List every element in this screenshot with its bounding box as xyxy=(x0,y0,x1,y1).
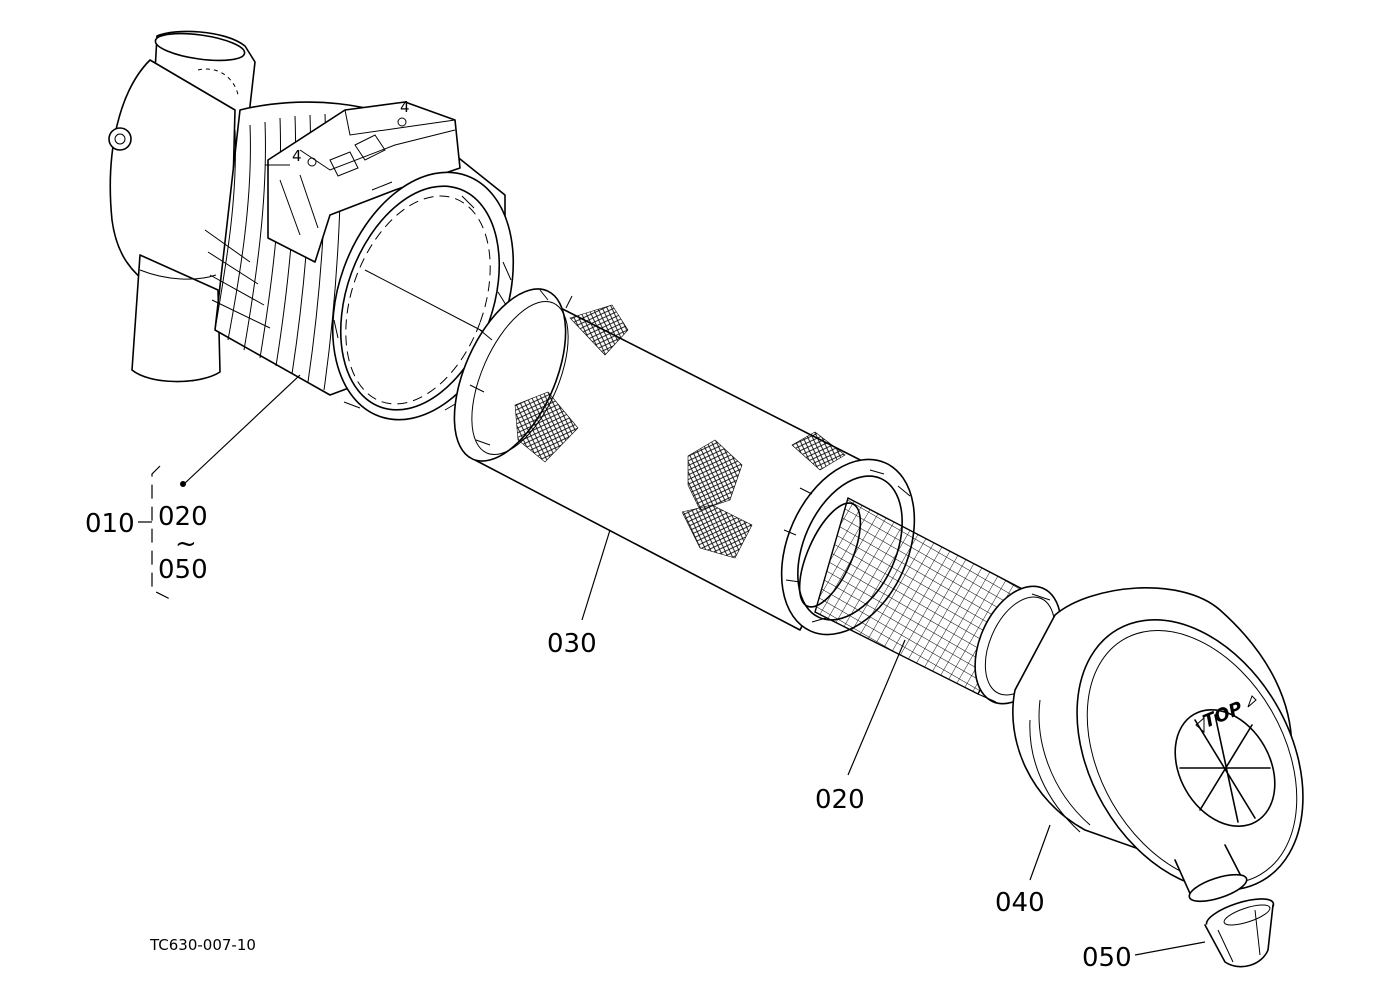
svg-text:4: 4 xyxy=(292,147,302,165)
diagram-code: TC630-007-10 xyxy=(149,936,256,954)
element-mesh-patch xyxy=(687,439,743,511)
label-010: 010 xyxy=(85,509,135,539)
leader-lines xyxy=(138,374,1206,956)
element-mesh-patch xyxy=(791,431,846,471)
assembly-axis-line xyxy=(364,269,491,336)
mounting-bracket: 4 4 xyxy=(265,98,461,263)
air-cleaner-cover: TOP xyxy=(1012,587,1304,903)
label-050: 050 xyxy=(1082,943,1132,973)
label-040: 040 xyxy=(995,888,1045,918)
svg-text:4: 4 xyxy=(400,98,410,116)
label-range-start: 020 xyxy=(158,502,208,532)
label-range-separator: ~ xyxy=(175,529,197,559)
label-range-end: 050 xyxy=(158,555,208,585)
air-cleaner-housing: 4 4 xyxy=(108,30,515,421)
element-mesh-patch xyxy=(681,504,753,559)
element-mesh-patch xyxy=(569,304,629,356)
label-030: 030 xyxy=(547,629,597,659)
label-020: 020 xyxy=(815,785,865,815)
evacuator-valve xyxy=(1204,898,1275,968)
element-mesh-patch xyxy=(514,391,579,463)
